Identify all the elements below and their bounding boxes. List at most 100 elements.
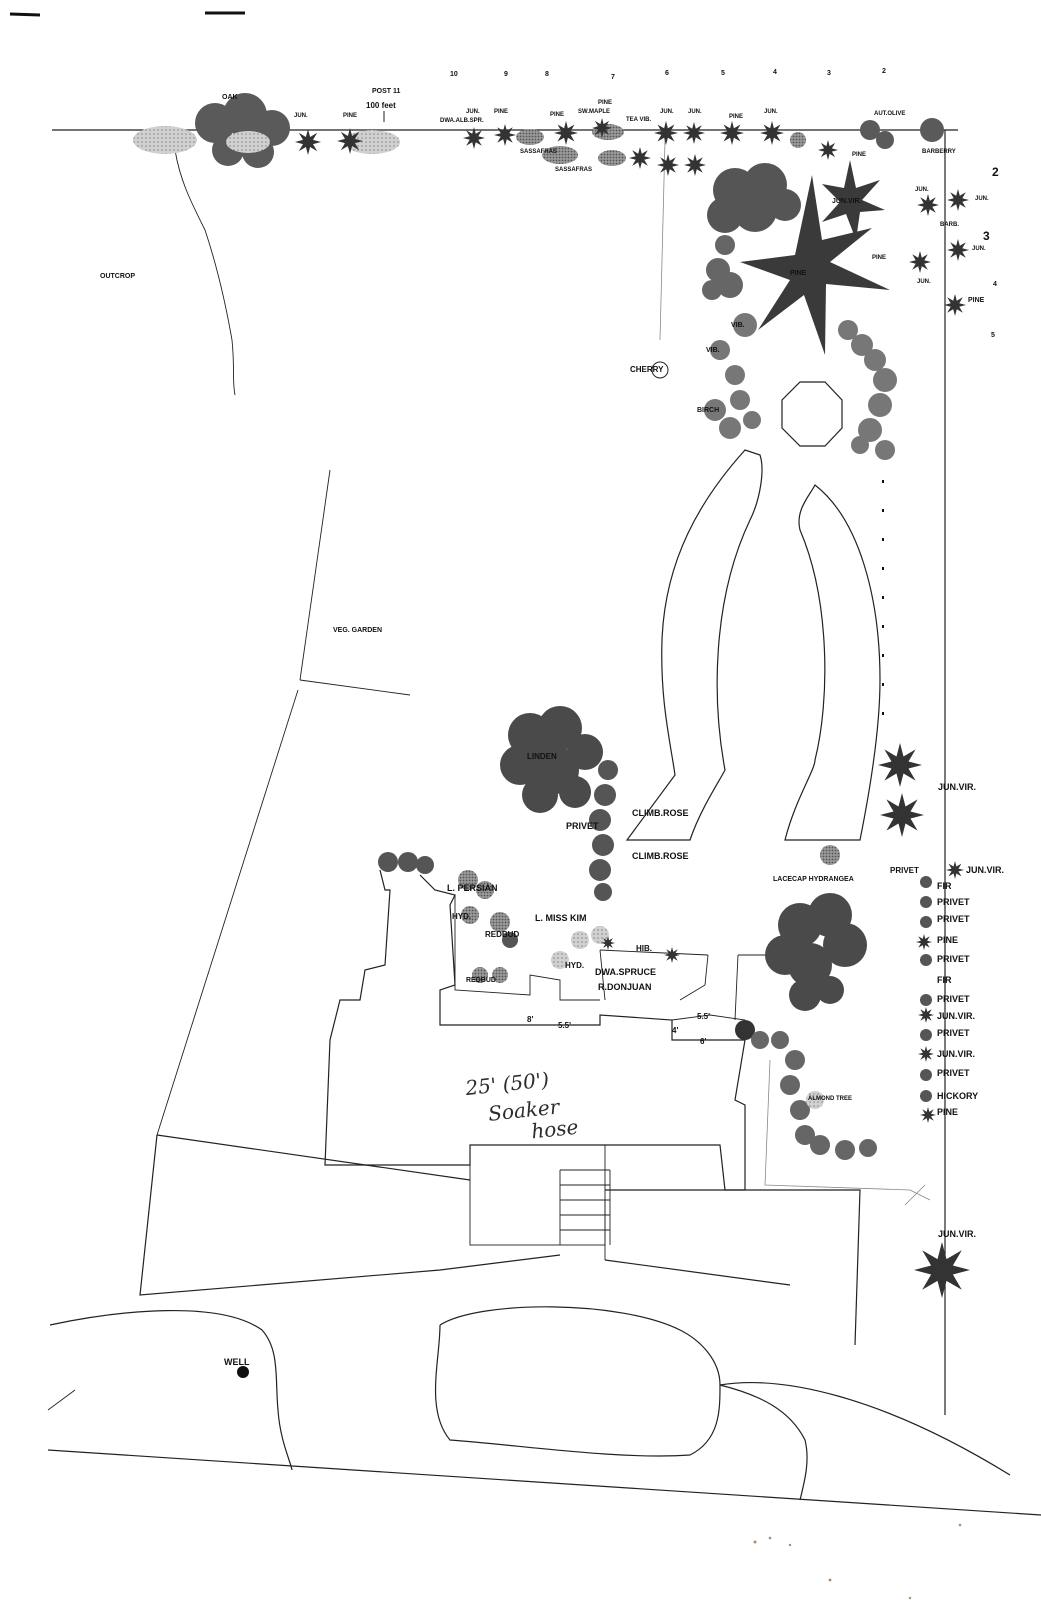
top-shrubs <box>516 118 944 166</box>
label-sassafras: SASSAFRAS <box>520 149 557 155</box>
upper-right-grove <box>651 163 897 460</box>
label-jun: JUN. <box>764 109 778 115</box>
label-barb: BARB. <box>940 222 959 228</box>
dimension: 5.5' <box>697 1012 710 1021</box>
right-column-label: PINE <box>937 1107 958 1117</box>
label-tea-vib: TEA VIB. <box>626 117 651 123</box>
post-label: POST 11 <box>372 88 401 95</box>
label-jun: JUN. <box>975 196 989 202</box>
tree-star-symbol <box>878 743 922 787</box>
tree-star-symbol <box>818 140 838 160</box>
right-column-labels: FIR PRIVET PRIVET PINE PRIVET FIR PRIVET JUN.VI… <box>937 881 978 1117</box>
side-number: 2 <box>992 165 999 179</box>
tree-star-symbol <box>916 934 932 950</box>
tree-star-symbol <box>657 154 679 176</box>
right-column-label: PRIVET <box>937 954 970 964</box>
right-column-label: PRIVET <box>937 897 970 907</box>
right-column-label: PINE <box>937 935 958 945</box>
label-vib: VIB. <box>706 347 720 354</box>
label-hyd: HYD. <box>452 912 471 921</box>
label-barberry: BARBERRY <box>922 149 956 155</box>
label-jun: JUN. <box>972 246 986 252</box>
side-number: 4 <box>993 281 997 288</box>
label-pine: PINE <box>968 297 985 304</box>
label-pine: PINE <box>729 114 743 120</box>
label-pine: PINE <box>852 152 866 158</box>
tree-star-symbol <box>760 121 784 145</box>
garden-path <box>625 381 884 841</box>
label-aut-olive: AUT.OLIVE <box>874 111 905 117</box>
note-length: 25' (50') <box>463 1067 550 1100</box>
tree-star-symbol <box>914 1242 970 1298</box>
fence-number: 7 <box>611 74 615 81</box>
privet-hedge <box>589 760 618 901</box>
foundation-shrubs <box>378 845 840 983</box>
right-tree <box>765 893 867 1011</box>
well-marker <box>237 1366 249 1378</box>
right-column-label: PRIVET <box>937 1028 970 1038</box>
label-jun-vir: JUN.VIR. <box>966 865 1004 875</box>
label-pine: PINE <box>343 113 357 119</box>
note-hose: hose <box>530 1115 579 1144</box>
fence-number: 5 <box>721 70 725 77</box>
label-pine: PINE <box>550 112 564 118</box>
side-number: 5 <box>991 332 995 339</box>
fence-number: 4 <box>773 69 777 76</box>
driveway <box>47 1134 1011 1501</box>
house <box>324 869 770 1260</box>
tree-star-symbol <box>295 129 321 155</box>
fence-number: 6 <box>665 70 669 77</box>
label-pine: PINE <box>494 109 508 115</box>
right-column-label: PRIVET <box>937 1068 970 1078</box>
label-pine: PINE <box>872 255 886 261</box>
tree-star-symbol <box>920 1107 936 1123</box>
tree-star-symbol <box>880 793 924 837</box>
label-l-persian: L. PERSIAN <box>447 883 498 893</box>
right-column-label: JUN.VIR. <box>937 1049 975 1059</box>
label-sw-maple: SW.MAPLE <box>578 109 610 115</box>
label-redbud: REDBUD <box>466 977 496 984</box>
tree-star-symbol <box>909 251 931 273</box>
dimension: 6' <box>700 1037 706 1046</box>
area-label-well: WELL <box>224 1357 250 1367</box>
label-privet: PRIVET <box>890 866 919 875</box>
label-birch: BIRCH <box>697 407 719 414</box>
label-dwarf-spruce: DWA.ALB.SPR. <box>440 118 484 124</box>
label-pine: PINE <box>598 100 612 106</box>
right-column-label: HICKORY <box>937 1091 978 1101</box>
label-climb-rose: CLIMB.ROSE <box>632 851 689 861</box>
tree-star-symbol <box>918 1007 934 1023</box>
label-redbud: REDBUD <box>485 930 519 939</box>
label-jun: JUN. <box>917 279 931 285</box>
label-pine: PINE <box>790 270 807 277</box>
label-dwa-spruce: DWA.SPRUCE <box>595 967 656 977</box>
label-jun: JUN. <box>466 109 480 115</box>
dimension: 5.5' <box>558 1021 571 1030</box>
label-jun: JUN. <box>294 113 308 119</box>
label-climb-rose: CLIMB.ROSE <box>632 808 689 818</box>
distance-label: 100 feet <box>366 101 396 110</box>
right-column-shrubs <box>920 876 932 1102</box>
right-column-label: FIR <box>937 881 952 891</box>
tree-star-symbol <box>720 121 744 145</box>
tree-star-symbol <box>917 194 939 216</box>
tree-star-symbol <box>664 947 680 963</box>
right-column-label: PRIVET <box>937 914 970 924</box>
right-column-label: FIR <box>937 975 952 985</box>
juniper-pine-stars <box>295 118 970 1298</box>
label-jun: JUN. <box>915 187 929 193</box>
label-hyd: HYD. <box>565 961 584 970</box>
label-jun-vir: JUN.VIR. <box>938 1229 976 1239</box>
label-vib: VIB. <box>731 322 745 329</box>
tree-star-symbol <box>947 239 969 261</box>
fence-number: 9 <box>504 71 508 78</box>
handwritten-note: 25' (50') Soaker hose <box>463 1067 579 1144</box>
label-sassafras: SASSAFRAS <box>555 167 592 173</box>
tree-star-symbol <box>944 294 966 316</box>
oak-tree <box>133 93 400 168</box>
area-label-veg-garden: VEG. GARDEN <box>333 627 382 634</box>
tree-star-symbol <box>683 122 705 144</box>
tree-star-symbol <box>654 121 678 145</box>
label-oak: OAK <box>222 94 238 101</box>
